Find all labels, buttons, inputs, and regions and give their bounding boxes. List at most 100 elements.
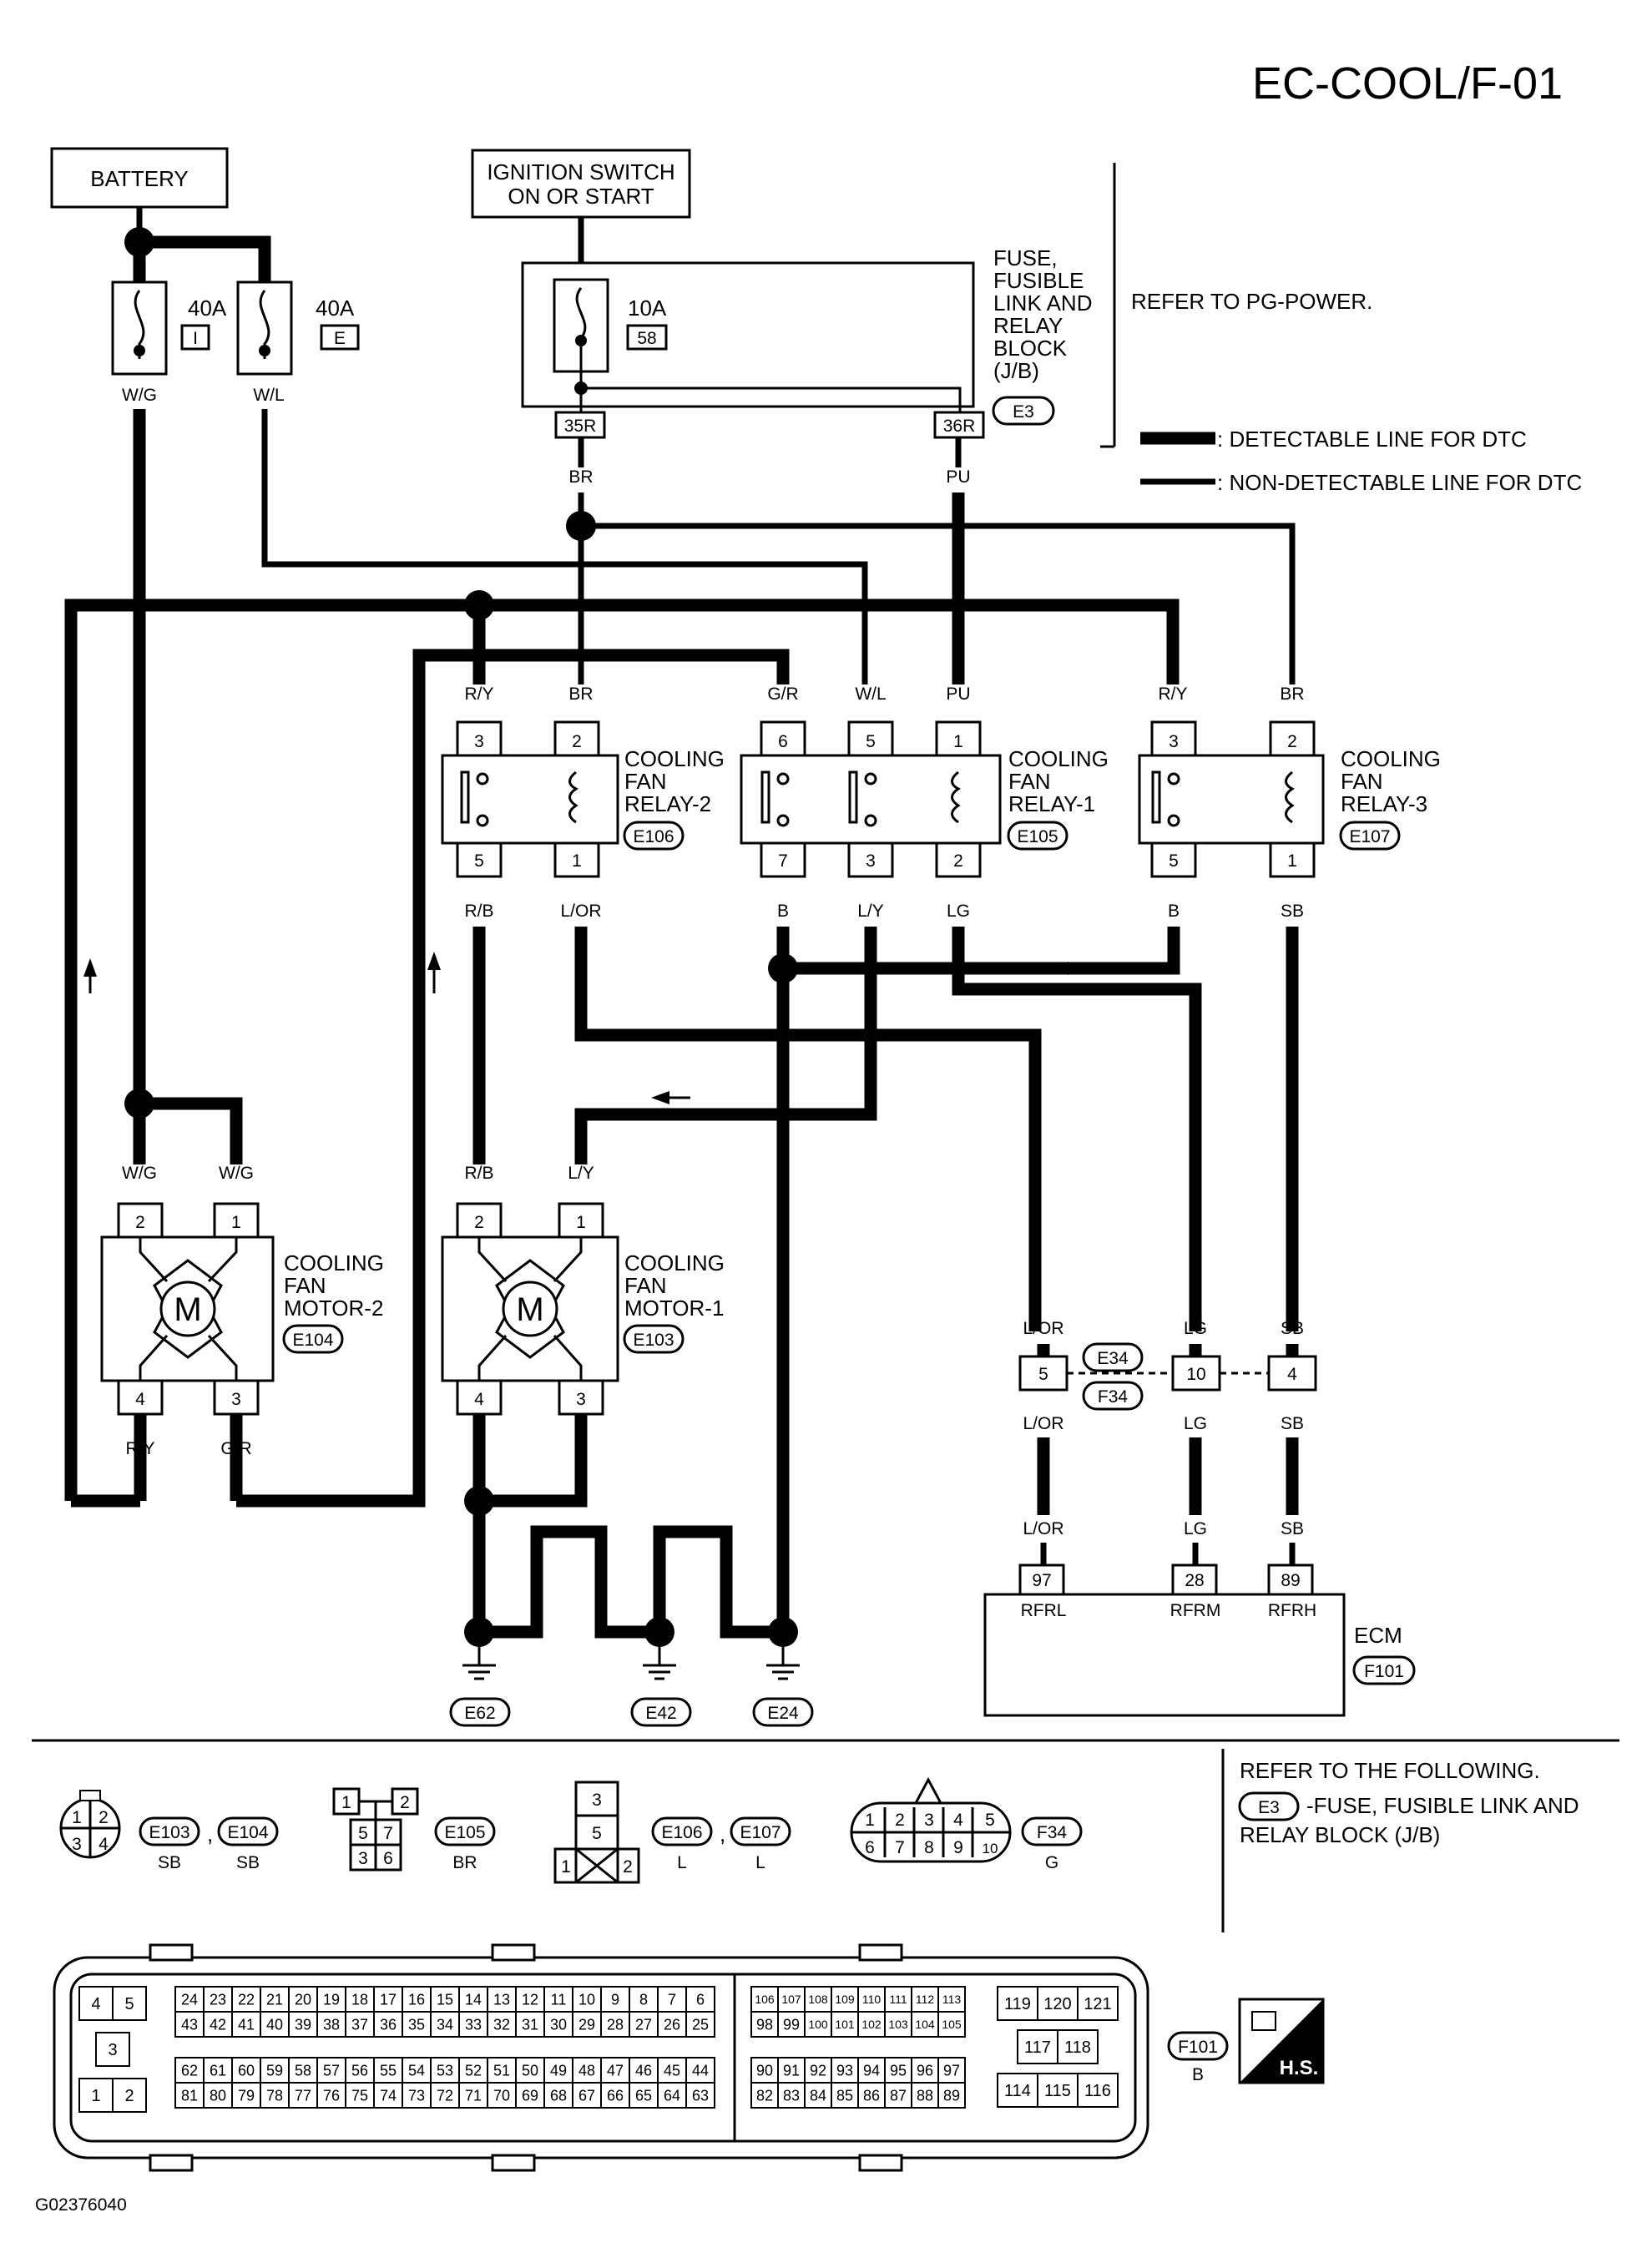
ecm-pin-label: 32 (493, 2016, 510, 2033)
ecm-pin-label: 91 (783, 2062, 800, 2079)
ecm-pin-cell (1077, 1986, 1119, 2021)
relay1-name-1: COOLING (1008, 746, 1109, 771)
relay1-pin-3: 3 (866, 851, 876, 871)
c2-color: BR (452, 1853, 477, 1872)
jb-label-4: RELAY (993, 313, 1063, 338)
ecm-pin-cell (174, 2011, 205, 2038)
ecm-pin-cell (804, 2011, 832, 2038)
ecm-pin-label: 99 (783, 2016, 800, 2033)
jb-label-2: FUSIBLE (993, 268, 1084, 293)
wire-lor-e34: L/OR (1023, 1319, 1063, 1338)
motor2-pin-2: 2 (135, 1213, 145, 1232)
ecm-box (983, 1563, 1346, 1717)
wire-lg-e34: LG (1184, 1319, 1207, 1338)
ecm-pin-label: 98 (756, 2016, 773, 2033)
wire-pu-top: PU (946, 467, 970, 487)
connector-view-e106-e107 (553, 1781, 640, 1884)
ecm-pin-label: 80 (210, 2087, 226, 2104)
c4-id: F34 (1037, 1823, 1068, 1842)
ecm-pin-label: 24 (181, 1991, 198, 2008)
ecm-pin-label: 82 (756, 2087, 773, 2104)
cooling-fan-motor-1 (441, 1202, 619, 1416)
relay1-pin-2: 2 (953, 851, 963, 871)
legend-non-detectable: : NON-DETECTABLE LINE FOR DTC (1217, 470, 1582, 495)
ecm-pin-label: 62 (181, 2062, 198, 2079)
jc-pin-10: 10 (1186, 1365, 1205, 1384)
jb-connector: E3 (1013, 402, 1034, 422)
c4-pin-4: 4 (953, 1811, 963, 1830)
c4-pin-6: 6 (865, 1838, 875, 1857)
ecm-pin-label: 96 (917, 2062, 933, 2079)
jb-label-5: BLOCK (993, 336, 1068, 361)
ecm-pin-cell (1077, 2073, 1119, 2108)
relay2-name-2: FAN (624, 769, 667, 794)
relay2-connector: E106 (633, 827, 674, 846)
ecm-pin-label: 102 (861, 2018, 882, 2031)
ecm-pin-cell (600, 2011, 630, 2038)
ecm-pin-label: 78 (266, 2087, 283, 2104)
wire-b-g6: B (777, 1565, 789, 1584)
relay3-name-3: RELAY-3 (1341, 791, 1427, 816)
jc-top-id: E34 (1097, 1349, 1129, 1368)
ecm-pin-label: 85 (836, 2087, 853, 2104)
ecm-pin-label: 79 (238, 2087, 255, 2104)
ecm-pin-label: 52 (465, 2062, 482, 2079)
ecm-pin-cell (515, 2011, 545, 2038)
connector-view-e105 (332, 1787, 419, 1872)
ecm-pin-label: 23 (210, 1991, 226, 2008)
figure-id: G02376040 (35, 2195, 127, 2215)
c1-pin-1: 1 (72, 1808, 82, 1827)
ecm-pin-label: 111 (889, 1993, 907, 2006)
c3-pin-5: 5 (592, 1824, 602, 1843)
ecm-pin-label: 44 (692, 2062, 709, 2079)
relay3-pin-1: 1 (1287, 851, 1297, 871)
ground-e62-label: E62 (464, 1704, 495, 1723)
ecm-pin-label: 46 (635, 2062, 652, 2079)
motor2-name-2: FAN (284, 1273, 326, 1298)
c3-pin-1: 1 (561, 1857, 571, 1877)
ecm-pin-cell (260, 2082, 290, 2109)
ecm-pin-label: 54 (408, 2062, 425, 2079)
relay3-name-1: COOLING (1341, 746, 1441, 771)
ecm-pin-label: 57 (323, 2062, 340, 2079)
ecm-pin-cell (777, 2057, 806, 2084)
ecm-pin-cell (685, 2057, 715, 2084)
ecm-pin-cell (685, 1986, 715, 2013)
ecm-pin-cell (458, 2011, 488, 2038)
legend-detectable: : DETECTABLE LINE FOR DTC (1217, 427, 1527, 452)
c1-color-e103: SB (158, 1853, 181, 1872)
ecm-pin-cell (316, 1986, 346, 2013)
ecm-pin-label: 61 (210, 2062, 226, 2079)
wire-b-r3: B (1168, 902, 1180, 921)
c3-pin-3: 3 (592, 1791, 602, 1810)
jb-connector-badge (992, 396, 1055, 426)
c2-pin-3: 3 (358, 1849, 368, 1868)
wire-lor-ecm: L/OR (1023, 1519, 1063, 1538)
cooling-fan-motor-2 (100, 1202, 275, 1416)
wire-wg-m2-pin2: W/G (122, 1164, 157, 1183)
relay3-name-2: FAN (1341, 769, 1383, 794)
ecm-pin-cell (373, 2057, 403, 2084)
motor2-connector: E104 (292, 1331, 333, 1350)
ecm-pin-cell (857, 2082, 886, 2109)
wire-sb-ecm: SB (1281, 1519, 1304, 1538)
ecm-pin-cell (685, 2082, 715, 2109)
wire-br-r2: BR (568, 684, 593, 704)
jb-label-6: (J/B) (993, 358, 1039, 383)
battery-box (50, 147, 229, 209)
ecm-pin-label: 106 (755, 1993, 775, 2006)
ecm-pin-label: 73 (408, 2087, 425, 2104)
ecm-pin-label: 21 (266, 1991, 283, 2008)
ecm-pin-label: 49 (550, 2062, 567, 2079)
motor1-name-1: COOLING (624, 1250, 725, 1276)
ecm-connector: F101 (1364, 1662, 1404, 1681)
ecm-pin-label: 74 (380, 2087, 397, 2104)
wire-b-g4: B (654, 1565, 665, 1584)
flow-arrow-4 (651, 1091, 669, 1104)
motor1-name-3: MOTOR-1 (624, 1296, 724, 1321)
ground-e42 (630, 1617, 692, 1727)
ecm-pin-label: 76 (323, 2087, 340, 2104)
flow-arrow-2 (427, 952, 441, 970)
ecm-pin-label: 112 (916, 1993, 935, 2006)
